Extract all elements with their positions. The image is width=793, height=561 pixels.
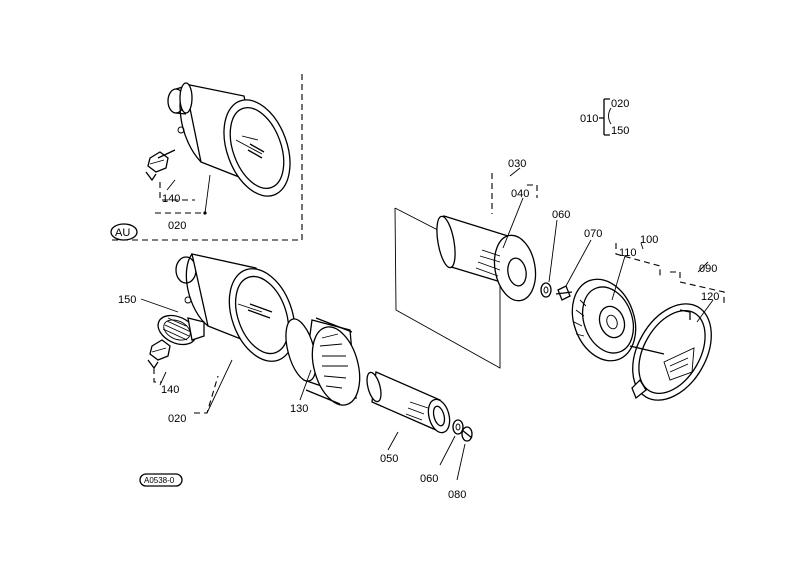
part-number-130: 130: [290, 403, 308, 415]
au-variant-badge: AU: [110, 223, 138, 241]
part-number-060-lower: 060: [420, 473, 438, 485]
valve-140: [147, 339, 171, 370]
parts-list-reference: [599, 98, 612, 136]
part-number-040: 040: [511, 188, 529, 200]
washer-060-upper: [540, 219, 558, 298]
part-number-110: 110: [619, 247, 637, 259]
outer-filter-element-130: [285, 317, 361, 406]
part-number-020-ref: 020: [611, 98, 629, 110]
au-air-cleaner-body: [167, 82, 291, 197]
part-number-050: 050: [380, 453, 398, 465]
part-number-060-upper: 060: [552, 209, 570, 221]
part-number-080: 080: [448, 489, 466, 501]
part-number-120: 120: [701, 291, 719, 303]
dust-valve-150: [157, 314, 205, 346]
left-leader-lines: [140, 298, 233, 414]
part-number-010: 010: [580, 113, 598, 125]
wing-nut-080: [456, 426, 473, 481]
part-number-150-ref: 150: [611, 125, 629, 137]
part-number-100: 100: [640, 234, 658, 246]
drawing-code-badge: A0538-0: [139, 473, 183, 487]
part-number-090: 090: [699, 263, 717, 275]
part-number-020-au: 020: [168, 220, 186, 232]
part-number-020-left: 020: [168, 413, 186, 425]
inner-filter-element-050: [366, 371, 451, 451]
wing-nut-070: [555, 239, 592, 301]
cover-assembly-100: [615, 242, 661, 276]
element-kit-leaders: [491, 167, 538, 249]
drawing-code-label: A0538-0: [144, 476, 175, 485]
washer-060-lower: [439, 419, 464, 466]
part-number-140-left: 140: [161, 384, 179, 396]
part-number-030: 030: [508, 158, 526, 170]
au-leader-lines: [155, 174, 211, 215]
part-number-150-left: 150: [118, 294, 136, 306]
au-valve-part-140: [145, 149, 176, 182]
air-cleaner-body-020: [175, 253, 296, 362]
cover-120: [629, 299, 714, 401]
au-variant-inset: [110, 74, 303, 241]
au-badge-label: AU: [115, 227, 130, 239]
outer-element-040: [436, 215, 537, 302]
part-number-070: 070: [584, 228, 602, 240]
part-number-140-au: 140: [162, 193, 180, 205]
baffle-110: [571, 255, 637, 362]
cover-090: [670, 261, 725, 304]
